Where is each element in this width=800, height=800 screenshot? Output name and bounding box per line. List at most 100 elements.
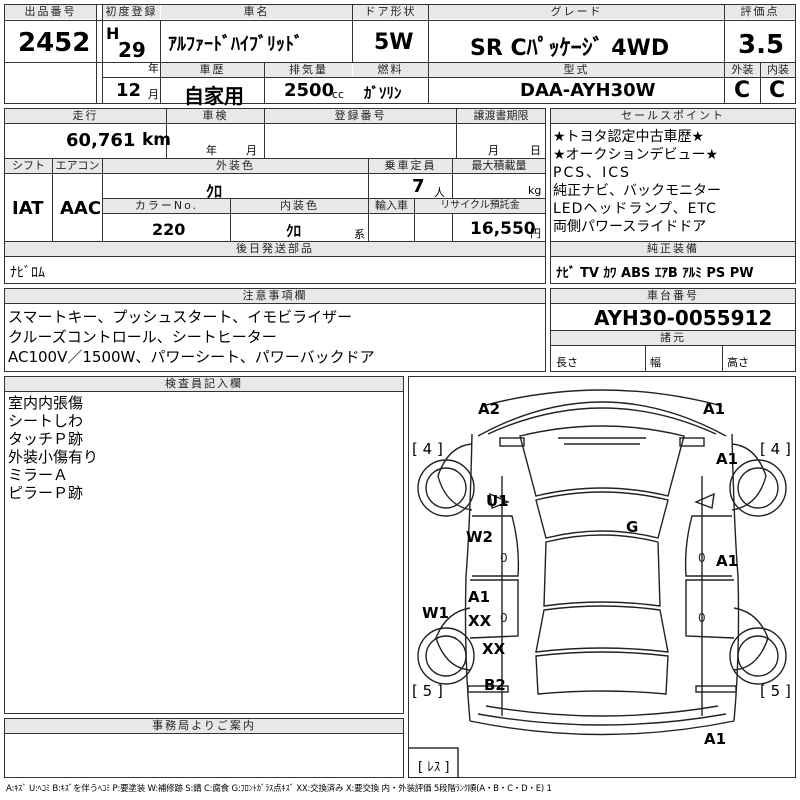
sales-line-6: 両側パワースライドドア bbox=[553, 219, 707, 235]
mark-u1: U1 bbox=[486, 492, 509, 510]
ext-color-value: ｸﾛ bbox=[206, 182, 223, 201]
spare-tire-value: ﾚｽ bbox=[427, 760, 441, 775]
door-type: 5W bbox=[374, 30, 414, 55]
exterior-label: 外装 bbox=[725, 63, 760, 77]
notes-line-1: スマートキー、プッシュスタート、イモビライザー bbox=[8, 308, 353, 326]
notes-line-2: クルーズコントロール、シートヒーター bbox=[8, 328, 277, 346]
sales-frame bbox=[550, 108, 796, 284]
ac-value: AAC bbox=[60, 198, 102, 219]
capacity-unit: 人 bbox=[434, 186, 445, 199]
mileage-label: 走行 bbox=[5, 109, 166, 123]
interior-label: 内装 bbox=[761, 63, 795, 77]
mileage-unit: km bbox=[142, 130, 172, 150]
fuel-value: ｶﾞｿﾘﾝ bbox=[364, 84, 402, 102]
shift-value: IAT bbox=[12, 198, 44, 219]
grade-label: グレード bbox=[429, 5, 724, 19]
grade-value: SR Cﾊﾟｯｹｰｼﾞ 4WD bbox=[470, 36, 670, 61]
inspector-line-4: 外装小傷有り bbox=[8, 448, 99, 466]
int-color-label: 内装色 bbox=[231, 199, 368, 213]
transfer-month: 月 bbox=[488, 144, 499, 157]
equipment-label: 純正装備 bbox=[551, 242, 795, 256]
inspector-label: 検査員記入欄 bbox=[5, 377, 403, 391]
recycle-unit: 円 bbox=[530, 227, 541, 240]
later-parts-label: 後日発送部品 bbox=[5, 242, 545, 256]
svg-text:0: 0 bbox=[500, 551, 508, 565]
inspection-month: 月 bbox=[246, 144, 257, 157]
notes-frame bbox=[4, 288, 546, 372]
car-name-label: 車名 bbox=[161, 5, 352, 19]
inspector-line-2: シートしわ bbox=[8, 412, 84, 430]
door-label: ドア形状 bbox=[353, 5, 428, 19]
score-value: 3.5 bbox=[738, 30, 785, 60]
spare-tire: [ ﾚｽ ] bbox=[418, 760, 450, 775]
mark-xx-1: XX bbox=[468, 612, 492, 630]
top-header-frame bbox=[4, 4, 796, 104]
mark-w1: W1 bbox=[422, 604, 449, 622]
history-label: 車歴 bbox=[161, 63, 264, 77]
office-frame bbox=[4, 718, 404, 778]
color-no-label: カラーNo. bbox=[103, 199, 230, 213]
height-label: 高さ bbox=[727, 356, 749, 369]
model-label: 型式 bbox=[429, 63, 724, 77]
max-load-label: 最大積載量 bbox=[453, 159, 545, 173]
tire-rear-left: [ 5 ] bbox=[412, 682, 443, 700]
vehicle-info-frame bbox=[4, 108, 546, 284]
sales-line-1: ★トヨタ認定中古車歴★ bbox=[553, 129, 705, 145]
damage-legend: A:ｷｽﾞ U:ﾍｺﾐ B:ｷｽﾞを伴うﾍｺﾐ P:要塗装 W:補修跡 S:錆 … bbox=[6, 784, 552, 794]
displacement-label: 排気量 bbox=[265, 63, 352, 77]
transfer-day: 日 bbox=[530, 144, 541, 157]
sales-line-2: ★オークションデビュー★ bbox=[553, 147, 719, 163]
mark-a1-right-fender: A1 bbox=[716, 450, 739, 468]
recycle-label: リサイクル預託金 bbox=[415, 199, 545, 213]
width-label: 幅 bbox=[650, 356, 661, 369]
office-label: 事務局よりご案内 bbox=[5, 719, 403, 733]
svg-text:0: 0 bbox=[698, 611, 706, 625]
mark-a1-right-door: A1 bbox=[716, 552, 739, 570]
mark-g-roof: G bbox=[626, 518, 639, 536]
car-name: ｱﾙﾌｧｰﾄﾞﾊｲﾌﾞﾘｯﾄﾞ bbox=[168, 34, 303, 55]
equipment-items: ﾅﾋﾞ TV ｶﾜ ABS ｴｱB ｱﾙﾐ PS PW bbox=[556, 266, 754, 281]
max-load-unit: kg bbox=[528, 184, 542, 197]
mark-a1-rear: A1 bbox=[704, 730, 727, 748]
car-diagram: 0 0 0 0 bbox=[408, 389, 787, 778]
reg-month: 12 bbox=[116, 80, 142, 101]
mark-a1-front: A1 bbox=[703, 400, 726, 418]
recycle-value: 16,550 bbox=[470, 219, 536, 239]
inspection-label: 車検 bbox=[167, 109, 264, 123]
int-color-value: ｸﾛ bbox=[286, 222, 302, 240]
capacity-label: 乗車定員 bbox=[369, 159, 452, 173]
inspector-line-1: 室内内張傷 bbox=[8, 394, 84, 412]
interior-grade: C bbox=[769, 78, 786, 103]
tire-front-right: [ 4 ] bbox=[760, 440, 791, 458]
first-reg-label: 初度登録 bbox=[103, 5, 160, 19]
sales-label: セールスポイント bbox=[551, 109, 795, 123]
car-diagram-frame bbox=[408, 376, 796, 778]
import-label: 輸入車 bbox=[369, 199, 414, 213]
svg-text:0: 0 bbox=[500, 611, 508, 625]
chassis-number: AYH30-0055912 bbox=[594, 306, 773, 330]
tire-fr-value: 4 bbox=[770, 440, 781, 458]
later-parts-value: ﾅﾋﾞﾛﾑ bbox=[10, 265, 45, 281]
inspection-year: 年 bbox=[206, 144, 217, 157]
tire-rear-right: [ 5 ] bbox=[760, 682, 791, 700]
svg-text:0: 0 bbox=[698, 551, 706, 565]
transfer-label: 譲渡書期限 bbox=[457, 109, 545, 123]
reg-no-label: 登録番号 bbox=[265, 109, 456, 123]
sales-line-3: PCS、ICS bbox=[553, 165, 631, 181]
int-color-suffix: 系 bbox=[354, 228, 365, 241]
sales-line-4: 純正ナビ、バックモニター bbox=[553, 183, 721, 199]
notes-label: 注意事項欄 bbox=[5, 289, 545, 303]
year-suffix: 年 bbox=[148, 62, 159, 75]
era-mark: H bbox=[106, 24, 120, 43]
tire-fl-value: 4 bbox=[422, 440, 433, 458]
mark-a2-front: A2 bbox=[478, 400, 501, 418]
chassis-label: 車台番号 bbox=[551, 289, 795, 303]
lot-no-label: 出品番号 bbox=[5, 5, 96, 19]
mark-a1-left-rear: A1 bbox=[468, 588, 491, 606]
mileage-value: 60,761 bbox=[66, 130, 136, 151]
color-no-value: 220 bbox=[152, 220, 186, 239]
ac-label: エアコン bbox=[53, 159, 102, 173]
model-value: DAA-AYH30W bbox=[520, 80, 656, 101]
notes-line-3: AC100V／1500W、パワーシート、パワーバックドア bbox=[8, 348, 375, 366]
displacement-value: 2500 bbox=[284, 80, 335, 101]
